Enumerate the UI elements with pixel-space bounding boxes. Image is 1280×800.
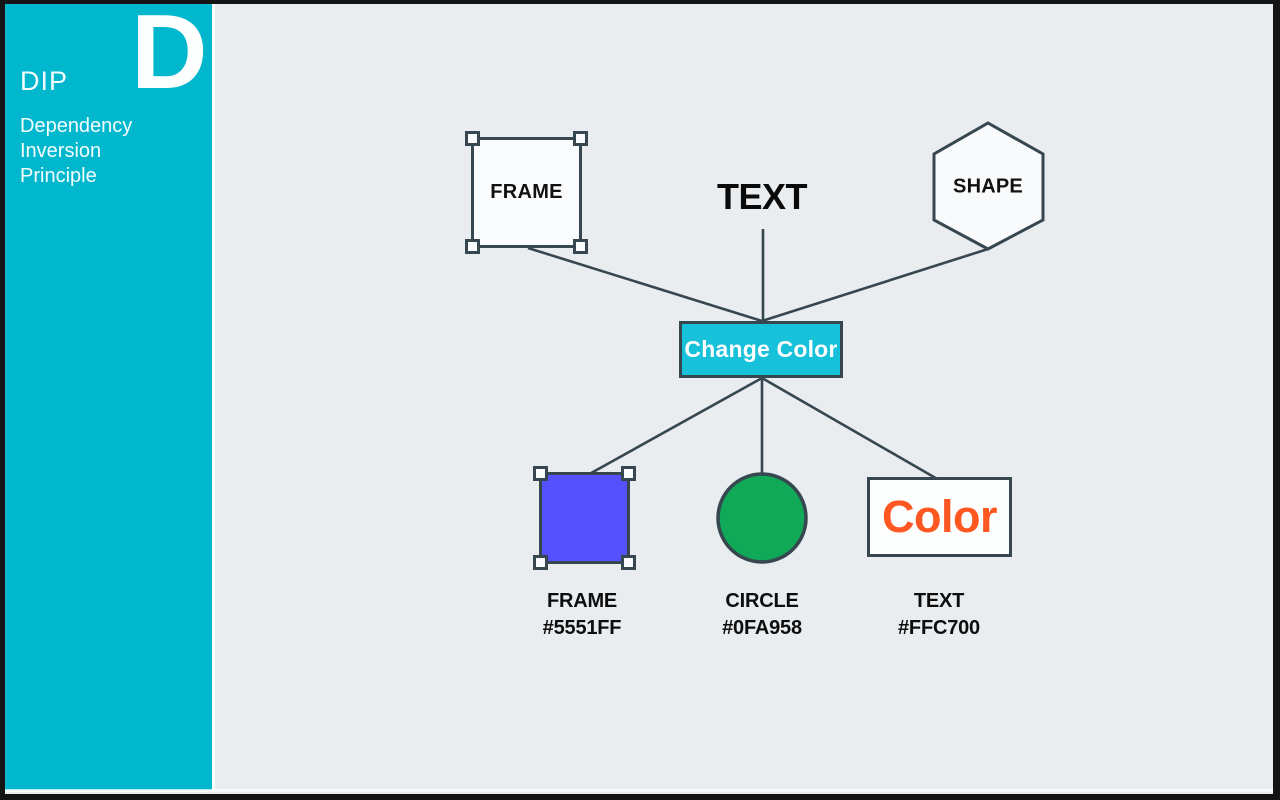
selection-handle (621, 466, 636, 481)
text-node-label: TEXT (716, 176, 808, 217)
result-circle (716, 472, 808, 564)
frame-node: FRAME (465, 131, 588, 254)
selection-handle (533, 466, 548, 481)
sidebar-big-letter: D (131, 0, 208, 111)
result-frame-square (533, 466, 636, 570)
result-text-box: Color (867, 477, 1012, 557)
selection-handle (465, 239, 480, 254)
bottom-edge-highlight (5, 789, 1273, 792)
shape-node-label: SHAPE (953, 175, 1023, 198)
caption-circle: CIRCLE #0FA958 (652, 588, 872, 642)
connector-button-to-square (583, 376, 763, 479)
connector-button-to-textbox (761, 376, 940, 482)
caption-circle-hex: #0FA958 (722, 617, 802, 639)
caption-text-name: TEXT (913, 590, 965, 612)
frame-node-label: FRAME (490, 181, 563, 203)
caption-frame-hex: #5551FF (542, 617, 622, 639)
caption-circle-name: CIRCLE (725, 590, 799, 612)
color-word: Color (882, 491, 998, 542)
sidebar-principle-title: Dependency Inversion Principle (20, 115, 133, 187)
connector-shape-to-button (761, 247, 989, 323)
connector-frame-to-button (527, 246, 763, 323)
caption-frame: FRAME #5551FF (472, 588, 692, 642)
caption-frame-name: FRAME (546, 590, 618, 612)
change-color-button-label: Change Color (684, 336, 838, 362)
selection-handle (573, 131, 588, 146)
shape-hexagon (932, 121, 1045, 251)
selection-handle (621, 555, 636, 570)
sidebar-acronym: DIP (20, 66, 69, 96)
caption-text-hex: #FFC700 (898, 617, 980, 639)
caption-text: TEXT #FFC700 (829, 588, 1049, 642)
selection-handle (533, 555, 548, 570)
selection-handle (465, 131, 480, 146)
sidebar: D DIP Dependency Inversion Principle (5, 0, 215, 790)
selection-handle (573, 239, 588, 254)
change-color-button[interactable]: Change Color (679, 321, 843, 378)
